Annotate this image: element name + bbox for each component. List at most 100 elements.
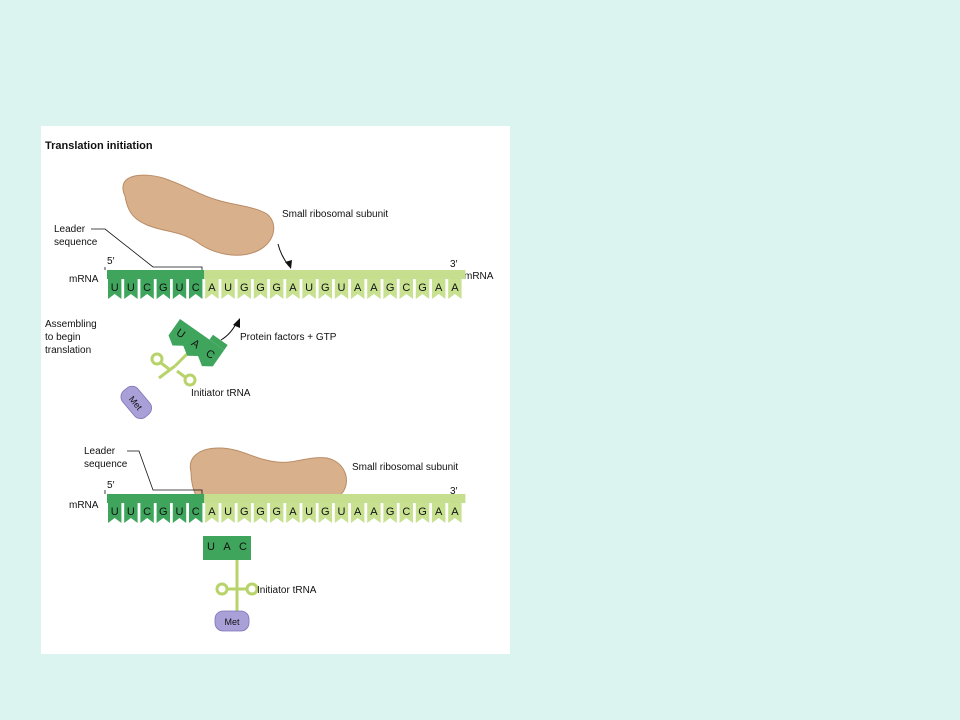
leader-label-top-line2: sequence	[54, 237, 98, 248]
bottom-mrna-nucleotide-3	[140, 503, 154, 523]
ribosome-label-top: Small ribosomal subunit	[282, 209, 388, 220]
mrna-left-label-top: mRNA	[69, 274, 99, 285]
diagram-title: Translation initiation	[45, 140, 153, 152]
translation-initiation-diagram: Translation initiation Small ribosomal s…	[45, 140, 494, 632]
top-mrna-base-label-1: U	[111, 282, 119, 294]
ribosome-label-bottom: Small ribosomal subunit	[352, 462, 458, 473]
top-mrna-base-label-2: U	[127, 282, 135, 294]
leader-bracket-top	[91, 228, 203, 270]
leader-label-top-line1: Leader	[54, 224, 86, 235]
top-mrna-nucleotide-13	[302, 279, 316, 299]
top-mrna-nucleotide-19	[399, 279, 413, 299]
bottom-mrna-nucleotide-1	[108, 503, 122, 523]
bottom-mrna-base-label-4: G	[159, 506, 168, 518]
top-mrna-nucleotide-6	[189, 279, 203, 299]
bottom-mrna-base-label-9: G	[240, 506, 249, 518]
bottom-mrna-base-label-15: U	[338, 506, 346, 518]
top-mrna-nucleotide-22	[448, 279, 462, 299]
bottom-mrna-coding-backbone	[204, 494, 466, 503]
top-mrna-nucleotide-16	[351, 279, 365, 299]
top-mrna-base-label-16: A	[354, 282, 362, 294]
top-mrna-base-label-14: G	[321, 282, 330, 294]
top-mrna-nucleotide-11	[270, 279, 284, 299]
top-mrna-nucleotide-15	[334, 279, 349, 299]
bottom-mrna-nucleotide-15	[334, 503, 349, 523]
bottom-mrna-base-label-18: G	[386, 506, 395, 518]
bottom-mrna-nucleotide-10	[253, 503, 268, 523]
bottom-mrna-base-label-20: G	[418, 506, 427, 518]
five-prime-bottom: 5′	[107, 480, 115, 491]
figure-panel: Translation initiation Small ribosomal s…	[41, 126, 510, 654]
top-mrna-nucleotide-14	[318, 279, 332, 299]
top-mrna-nucleotide-7	[205, 279, 219, 299]
bottom-mrna-nucleotide-6	[189, 503, 203, 523]
top-mrna-nucleotide-4	[156, 279, 170, 299]
bottom-mrna-base-label-13: U	[305, 506, 313, 518]
bottom-mrna-base-label-16: A	[354, 506, 362, 518]
initiator-trna-top: U A C Met Initiator tRNA	[120, 319, 251, 420]
top-mrna-base-label-20: G	[418, 282, 427, 294]
small-ribosomal-subunit-bottom	[189, 447, 347, 499]
top-mrna-nucleotide-10	[253, 279, 268, 299]
trna-label-bottom: Initiator tRNA	[257, 585, 317, 596]
five-prime-top: 5′	[107, 256, 115, 267]
bottom-mrna-base-label-14: G	[321, 506, 330, 518]
top-mrna-nucleotide-2	[124, 279, 138, 299]
bottom-mrna-nucleotide-22	[448, 503, 462, 523]
anticodon-bottom-a: A	[223, 541, 231, 553]
top-mrna-base-label-21: A	[435, 282, 443, 294]
bottom-mrna-nucleotide-18	[383, 503, 397, 523]
bottom-mrna-nucleotide-2	[124, 503, 138, 523]
assembling-label-line3: translation	[45, 345, 91, 356]
bottom-mrna-base-label-2: U	[127, 506, 135, 518]
bottom-mrna-nucleotide-11	[270, 503, 284, 523]
bottom-mrna-base-label-7: A	[208, 506, 216, 518]
top-mrna-base-label-22: A	[451, 282, 459, 294]
bottom-mrna-nucleotide-14	[318, 503, 332, 523]
top-mrna-base-label-11: G	[272, 282, 281, 294]
top-mrna-base-label-4: G	[159, 282, 168, 294]
bottom-mrna-nucleotide-17	[367, 503, 381, 523]
top-mrna-base-label-9: G	[240, 282, 249, 294]
bottom-mrna-base-label-19: C	[402, 506, 410, 518]
top-mrna-base-label-8: U	[224, 282, 232, 294]
top-mrna-base-label-17: A	[370, 282, 378, 294]
bottom-mrna-nucleotide-8	[221, 503, 235, 523]
three-prime-bottom: 3′	[450, 486, 458, 497]
top-mrna-base-label-5: U	[176, 282, 184, 294]
three-prime-top: 3′	[450, 259, 458, 270]
leader-bracket-bottom	[104, 450, 203, 494]
bottom-mrna-nucleotide-21	[432, 503, 446, 523]
bottom-mrna-base-label-10: G	[256, 506, 265, 518]
anticodon-bottom-u: U	[207, 541, 215, 553]
bottom-mrna-nucleotide-9	[237, 503, 251, 523]
small-ribosomal-subunit-top	[122, 174, 275, 256]
top-mrna-base-label-6: C	[192, 282, 200, 294]
trna-label-top: Initiator tRNA	[191, 388, 251, 399]
bottom-mrna-base-label-11: G	[272, 506, 281, 518]
leader-label-bottom-line1: Leader	[84, 446, 116, 457]
initiator-trna-bottom: U A C Met Initiator tRNA	[203, 536, 317, 632]
met-label-bottom: Met	[224, 617, 240, 627]
leader-label-bottom-line2: sequence	[84, 459, 128, 470]
mrna-left-label-bottom: mRNA	[69, 500, 99, 511]
bottom-mrna-nucleotide-5	[172, 503, 187, 523]
top-mrna-base-label-10: G	[256, 282, 265, 294]
anticodon-bottom-c: C	[239, 541, 247, 553]
bottom-mrna-nucleotide-19	[399, 503, 413, 523]
top-mrna-base-label-18: G	[386, 282, 395, 294]
top-mrna-coding-backbone	[204, 270, 466, 279]
top-mrna-nucleotide-8	[221, 279, 235, 299]
mrna-right-label-top: mRNA	[464, 271, 494, 282]
bottom-mrna-leader-backbone	[107, 494, 205, 503]
bottom-mrna-base-label-12: A	[289, 506, 297, 518]
top-mrna-base-label-15: U	[338, 282, 346, 294]
bottom-mrna-nucleotide-4	[156, 503, 170, 523]
bottom-mrna-nucleotide-7	[205, 503, 219, 523]
top-panel: Small ribosomal subunit Leader sequence …	[45, 174, 494, 420]
top-mrna-nucleotide-1	[108, 279, 122, 299]
top-mrna-nucleotide-18	[383, 279, 397, 299]
top-mrna-base-label-3: C	[143, 282, 151, 294]
bottom-mrna-nucleotide-12	[286, 503, 300, 523]
bottom-mrna-nucleotide-13	[302, 503, 316, 523]
